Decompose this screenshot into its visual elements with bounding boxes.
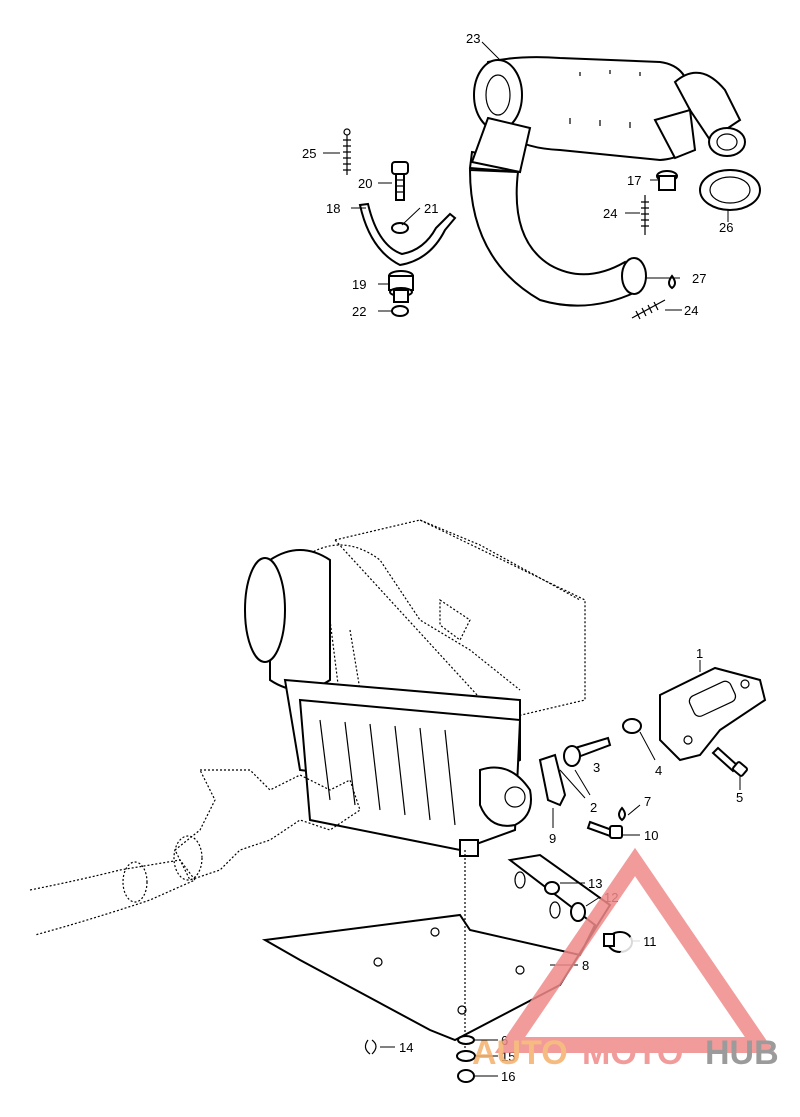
callout-5: 5: [736, 790, 743, 805]
stud-3: [563, 736, 612, 767]
sealant-drop-27: [668, 274, 676, 290]
skid-plate-8: [261, 853, 612, 1042]
callout-18: 18: [326, 201, 340, 216]
nut-13: [544, 881, 560, 895]
seal-ring-26: [699, 169, 761, 211]
callout-20: 20: [358, 176, 372, 191]
callout-13: 13: [588, 876, 602, 891]
bolt-20: [391, 161, 409, 201]
callout-8: 8: [582, 958, 589, 973]
bracket-9: [538, 753, 567, 807]
nut-22: [391, 305, 409, 317]
callout-21: 21: [424, 201, 438, 216]
callout-25: 25: [302, 146, 316, 161]
bolt-10: [586, 820, 623, 839]
callout-11: 11: [643, 934, 657, 949]
engine-block: [244, 549, 532, 857]
exhaust-manifold-outline: [29, 769, 361, 936]
engine-block-outline: [299, 519, 586, 721]
bracket-18: [358, 202, 457, 267]
callout-2: 2: [590, 800, 597, 815]
spring-25: [343, 128, 351, 175]
sealant-drop-7: [618, 806, 626, 822]
callout-19: 19: [352, 277, 366, 292]
inlet-pipe: [468, 168, 642, 307]
warning-triangle-icon: [494, 847, 776, 1053]
callout-24-upper: 24: [603, 206, 617, 221]
callout-1: 1: [696, 646, 703, 661]
rubber-mount-19: [388, 270, 414, 303]
watermark-hub: HUB: [705, 1034, 779, 1072]
clip-14: [364, 1039, 377, 1055]
callout-14: 14: [399, 1040, 413, 1055]
callout-4: 4: [655, 763, 662, 778]
spring-24-upper: [641, 195, 649, 235]
callout-10: 10: [644, 828, 658, 843]
bushing-12: [570, 902, 586, 922]
callout-23: 23: [466, 31, 480, 46]
muffler-bracket: [653, 108, 697, 160]
nut-4: [622, 718, 642, 734]
watermark-moto: MOTO: [582, 1034, 683, 1072]
callout-16: 16: [501, 1069, 515, 1084]
callout-24-lower: 24: [684, 303, 698, 318]
pipe-sleeve: [470, 116, 532, 174]
watermark-auto: AUTO: [472, 1034, 568, 1072]
washer-21: [391, 222, 409, 234]
muffler-assembly: [468, 56, 746, 307]
mounting-plate-1: [659, 666, 767, 762]
bolt-5: [711, 746, 748, 777]
cap-17: [656, 170, 678, 191]
spring-24-lower: [631, 299, 666, 320]
callout-26: 26: [719, 220, 733, 235]
callout-3: 3: [593, 760, 600, 775]
callout-22: 22: [352, 304, 366, 319]
callout-27: 27: [692, 271, 706, 286]
inlet-end: [621, 257, 647, 295]
watermark-logo: AUTO MOTO HUB: [472, 847, 779, 1072]
callout-17: 17: [627, 173, 641, 188]
callout-9: 9: [549, 831, 556, 846]
outlet-flange: [708, 127, 746, 157]
callout-7: 7: [644, 794, 651, 809]
leader-lines: [323, 41, 741, 1077]
